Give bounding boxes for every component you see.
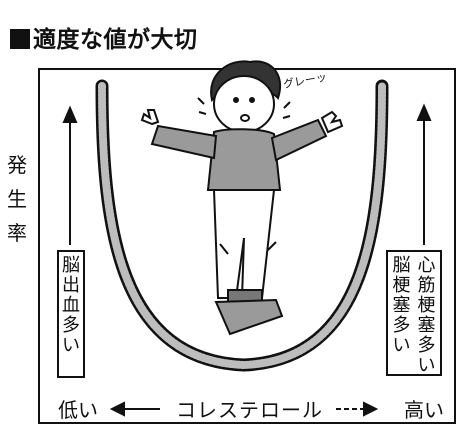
right-box-col-2: 脳 梗 塞 多 い [391, 256, 413, 370]
left-box-char: 出 [62, 275, 80, 296]
title: 適度な値が大切 [10, 20, 198, 54]
right-box-col-1: 心 筋 梗 塞 多 い [416, 255, 438, 376]
y-label-char: 率 [7, 221, 27, 245]
right-up-arrow-icon [416, 103, 432, 245]
title-square-icon [10, 29, 30, 49]
left-arm [150, 124, 218, 160]
left-disease-box: 脳 出 血 多 い [57, 250, 85, 378]
x-axis-label: コレステロール [176, 398, 323, 422]
left-box-char: い [62, 335, 80, 356]
high-label: 高い [404, 398, 444, 422]
person-figure [140, 60, 344, 336]
y-label-char: 生 [7, 187, 27, 211]
pants [212, 189, 276, 299]
right-box-char: 多 [392, 315, 411, 336]
x-axis-row: 低い コレステロール 高い [46, 394, 450, 422]
sweater [206, 128, 282, 191]
right-box-char: 梗 [392, 275, 411, 296]
title-text: 適度な値が大切 [33, 27, 198, 53]
right-box-char: 筋 [417, 275, 436, 296]
y-label-char: 発 [7, 153, 27, 177]
right-disease-box: 心 筋 梗 塞 多 い 脳 梗 塞 多 い [386, 250, 442, 376]
left-up-arrow-icon [62, 105, 78, 245]
y-axis-label: 発 生 率 [4, 148, 30, 250]
right-box-char: 塞 [392, 295, 411, 316]
low-label: 低い [58, 398, 98, 422]
right-box-char: い [417, 355, 436, 376]
u-curve-inner [98, 82, 386, 370]
balance-board [214, 298, 284, 336]
right-arm [270, 118, 328, 162]
right-box-char: 塞 [417, 315, 436, 336]
right-arrow-icon [336, 401, 379, 417]
right-hand [320, 110, 344, 134]
left-box-char: 血 [62, 295, 80, 316]
right-box-char: 心 [417, 255, 436, 276]
sound-effect-text: グレーッ [282, 70, 328, 91]
right-box-char: 梗 [417, 295, 436, 316]
right-box-char: 多 [417, 335, 436, 356]
left-box-char: 多 [62, 315, 80, 336]
right-box-char: 脳 [392, 255, 411, 276]
head [213, 75, 275, 133]
right-box-char: い [392, 335, 411, 356]
left-hand [140, 109, 160, 126]
left-box-char: 脳 [62, 255, 80, 276]
left-arrow-icon [109, 401, 160, 417]
